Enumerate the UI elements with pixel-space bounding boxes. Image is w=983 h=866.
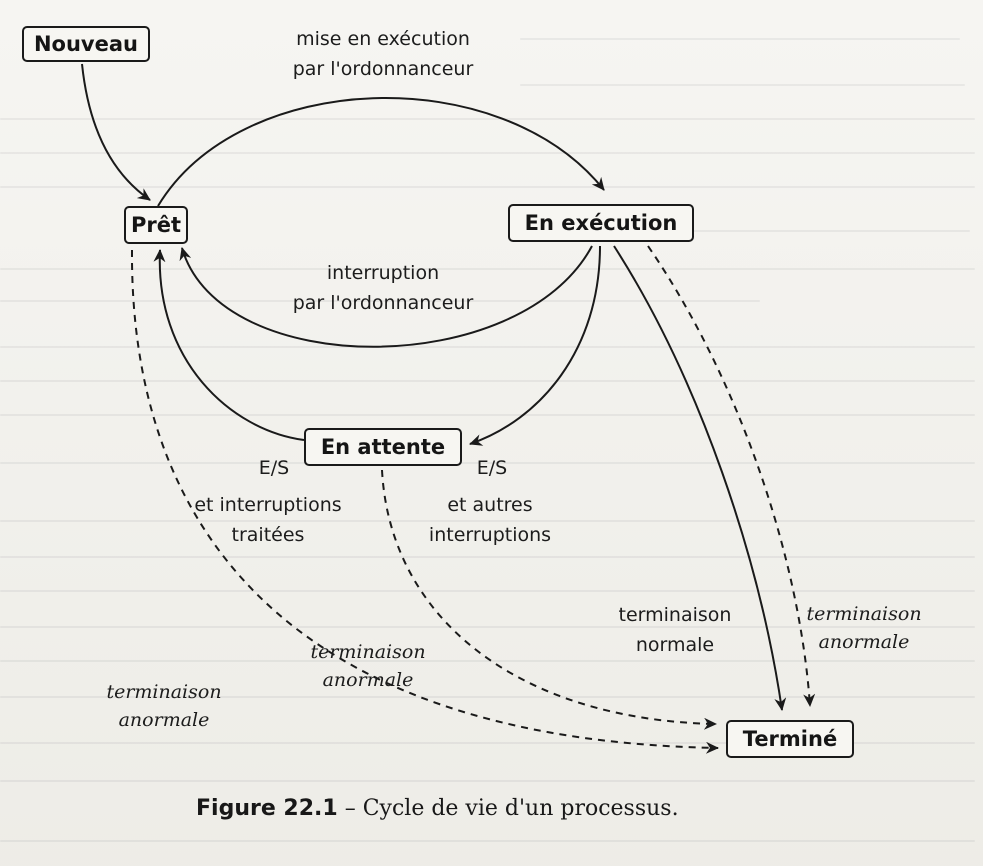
label-terminaison-normale: terminaison normale [618,604,732,656]
arrow-pret-to-execution [157,97,605,207]
arrow-pret-to-termine-abnormal [130,249,719,754]
label-et-interruptions-traitees: et interruptions traitées [194,494,342,546]
label-mise-en-execution: mise en exécution par l'ordonnanceur [292,28,474,80]
arrow-nouveau-to-pret [81,63,151,201]
caption-figure-number: Figure 22.1 [196,796,338,821]
label-et-autres-interruptions: et autres interruptions [428,494,552,546]
label-terminaison-anormale-attente: terminaison anormale [310,641,426,691]
state-en-execution: En exécution [508,204,694,242]
arrow-execution-to-attente [469,245,601,446]
label-interruption: interruption par l'ordonnanceur [292,262,474,314]
label-es-right: E/S [476,457,508,479]
arrow-execution-to-termine-abnormal [647,245,816,707]
arrow-execution-to-termine-normal [613,245,787,711]
caption-text: Cycle de vie d'un processus. [362,796,679,821]
label-terminaison-anormale-pret: terminaison anormale [106,681,222,731]
state-termine: Terminé [726,720,854,758]
arrow-attente-to-termine-abnormal [381,469,717,730]
caption-separator: – [344,796,356,821]
arrow-attente-to-pret [153,249,305,441]
state-nouveau: Nouveau [22,26,150,62]
label-es-left: E/S [258,457,290,479]
figure-caption: Figure 22.1 – Cycle de vie d'un processu… [196,796,796,821]
label-terminaison-anormale-execution: terminaison anormale [806,603,922,653]
arrow-execution-to-pret-interruption [179,245,593,348]
state-en-attente: En attente [304,428,462,466]
state-pret: Prêt [124,206,188,244]
